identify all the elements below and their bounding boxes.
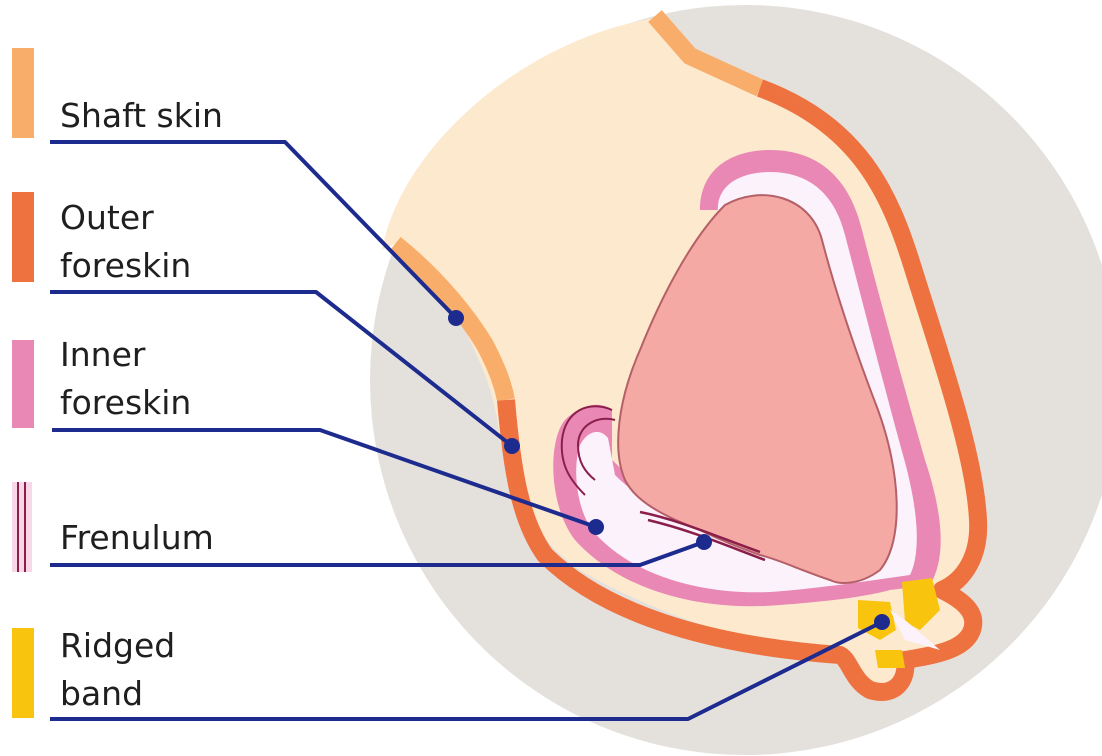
leader-dot-frenulum: [696, 534, 712, 550]
legend-swatch-frenulum: [12, 482, 32, 572]
legend-label-shaft-skin: Shaft skin: [60, 92, 223, 140]
legend-label-line: band: [60, 670, 175, 718]
legend-label-inner-foreskin: Inner foreskin: [60, 331, 191, 427]
ridged-band-bottom: [875, 650, 905, 668]
legend-label-line: Frenulum: [60, 514, 214, 562]
leader-dot-outer-foreskin: [504, 438, 520, 454]
legend-label-line: Shaft skin: [60, 92, 223, 140]
legend-swatch-shaft-skin: [12, 48, 34, 138]
leader-dot-inner-foreskin: [588, 519, 604, 535]
legend-label-ridged-band: Ridged band: [60, 622, 175, 718]
leader-dot-ridged-band: [874, 614, 890, 630]
legend-label-outer-foreskin: Outer foreskin: [60, 194, 191, 290]
legend-label-line: foreskin: [60, 242, 191, 290]
leader-dot-shaft-skin: [448, 310, 464, 326]
legend-label-line: Inner: [60, 331, 191, 379]
legend-label-line: foreskin: [60, 379, 191, 427]
legend-swatch-outer-foreskin: [12, 192, 34, 282]
legend-label-line: Outer: [60, 194, 191, 242]
legend-swatch-ridged-band: [12, 628, 34, 718]
legend-label-line: Ridged: [60, 622, 175, 670]
legend-label-frenulum: Frenulum: [60, 514, 214, 562]
legend-swatch-inner-foreskin: [12, 340, 34, 428]
